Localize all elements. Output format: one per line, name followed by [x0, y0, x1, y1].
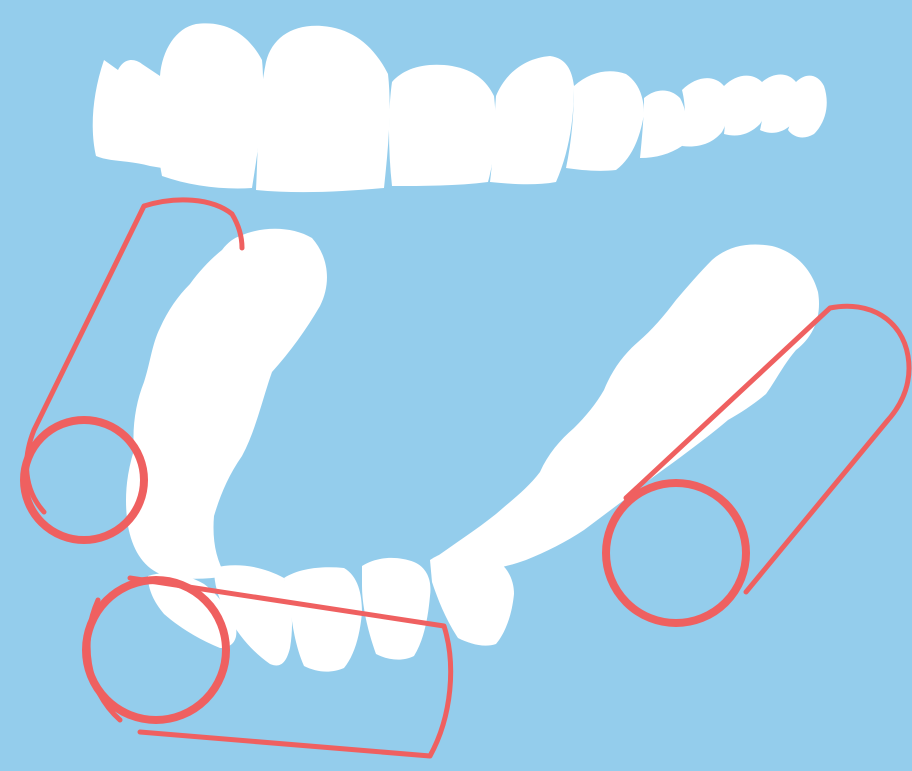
upper-tooth: [389, 65, 496, 186]
upper-tooth: [256, 26, 390, 192]
upper-tooth: [93, 60, 162, 168]
upper-tooth: [157, 23, 263, 188]
